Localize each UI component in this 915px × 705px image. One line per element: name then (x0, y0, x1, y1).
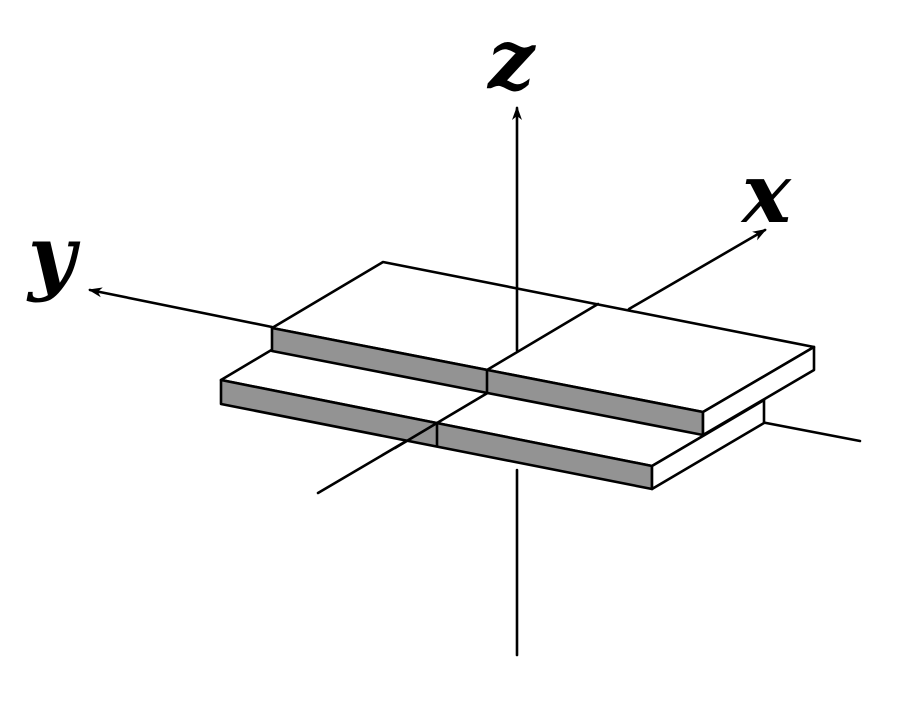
top-slab-right-face (701, 345, 816, 437)
top-slab-divider-top (485, 302, 600, 372)
y-axis-label: y (26, 208, 81, 304)
top-slab (270, 260, 816, 437)
z-axis-label: z (486, 12, 536, 108)
y-axis-left (88, 287, 274, 329)
x-axis-upper (627, 228, 767, 311)
x-axis-label: x (740, 146, 792, 242)
x-axis-on-front-face (393, 421, 439, 450)
